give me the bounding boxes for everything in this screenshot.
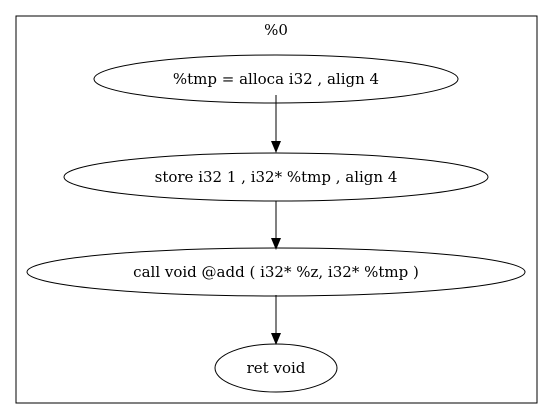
node-call-label: call void @add ( i32* %z, i32* %tmp ) (133, 263, 419, 281)
node-ret-shape (214, 343, 338, 393)
arrowhead-n2-n3 (271, 333, 281, 345)
node-call-shape (26, 247, 526, 297)
node-alloca-label: %tmp = alloca i32 , align 4 (173, 70, 379, 88)
arrowhead-n0-n1 (271, 141, 281, 153)
cluster-label: %0 (264, 21, 288, 39)
node-ret: ret void (214, 343, 338, 393)
node-store-label: store i32 1 , i32* %tmp , align 4 (155, 168, 398, 186)
node-ret-label: ret void (247, 359, 306, 377)
arrowhead-n1-n2 (271, 238, 281, 250)
node-alloca-shape (93, 54, 459, 104)
node-call: call void @add ( i32* %z, i32* %tmp ) (26, 247, 526, 297)
node-store: store i32 1 , i32* %tmp , align 4 (63, 152, 489, 202)
edges (271, 95, 281, 345)
cluster-frame (15, 15, 538, 404)
node-alloca: %tmp = alloca i32 , align 4 (93, 54, 459, 104)
node-store-shape (63, 152, 489, 202)
